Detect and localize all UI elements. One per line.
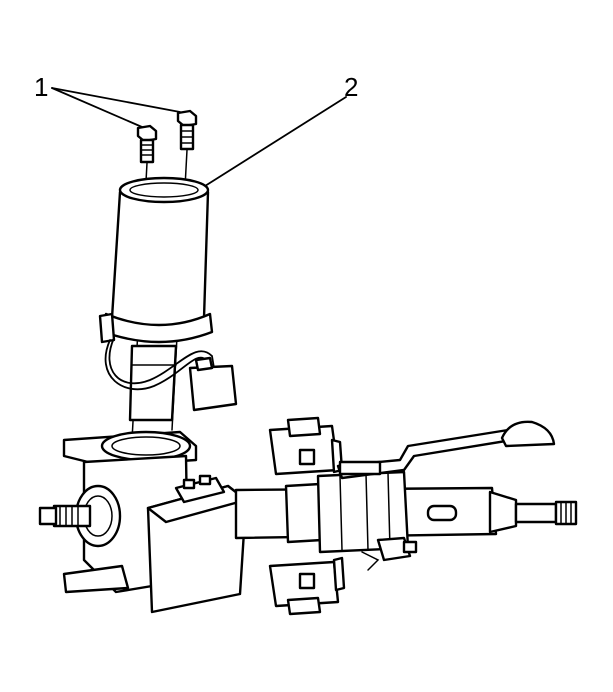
- callout-1-leader-b: [51, 87, 181, 113]
- bolt-right: [176, 109, 198, 151]
- lower-mount-bracket: [268, 556, 346, 616]
- callout-2-label: 2: [344, 72, 358, 102]
- electric-motor: [98, 176, 214, 422]
- callout-2: 2: [204, 72, 358, 187]
- callout-1: 1: [34, 72, 181, 128]
- bolt-left: [136, 124, 158, 164]
- callout-2-leader: [204, 96, 347, 187]
- callout-1-leader-a: [51, 87, 143, 128]
- column-sensor-connector: [361, 536, 418, 571]
- upper-mount-bracket: [268, 416, 344, 476]
- steering-column: [234, 470, 578, 554]
- control-module: [146, 474, 248, 614]
- callout-1-label: 1: [34, 72, 48, 102]
- tilt-lever: [336, 420, 556, 480]
- motor-wire-harness: [104, 337, 238, 412]
